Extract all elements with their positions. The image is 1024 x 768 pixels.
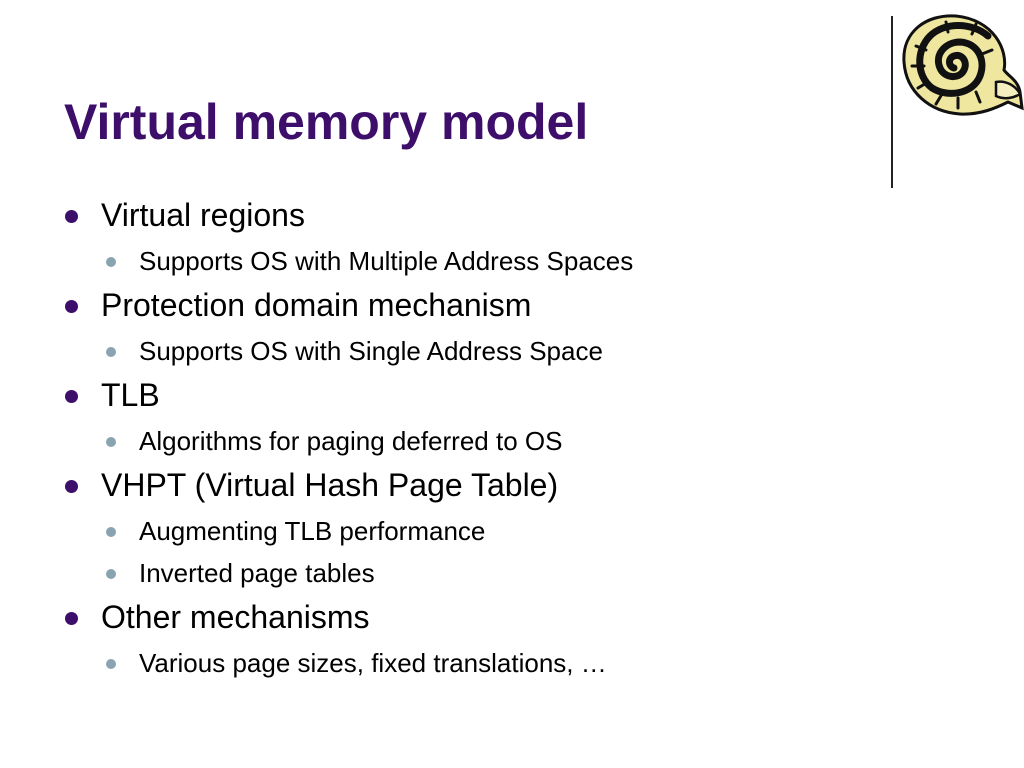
bullet-dot (65, 210, 78, 223)
bullet-dot (65, 390, 78, 403)
bullet-item: Other mechanisms (65, 597, 370, 637)
sub-bullet-text: Inverted page tables (139, 558, 375, 588)
sub-bullet-text: Augmenting TLB performance (139, 516, 486, 546)
bullet-text: VHPT (Virtual Hash Page Table) (101, 467, 559, 503)
bullet-text: TLB (101, 377, 160, 413)
sub-bullet-item: Augmenting TLB performance (106, 515, 486, 547)
sub-bullet-item: Inverted page tables (106, 557, 375, 589)
bullet-item: TLB (65, 375, 160, 415)
bullet-text: Virtual regions (101, 197, 305, 233)
sub-bullet-text: Various page sizes, fixed translations, … (139, 648, 607, 678)
bullet-dot (65, 612, 78, 625)
sub-bullet-item: Algorithms for paging deferred to OS (106, 425, 563, 457)
bullet-dot (65, 480, 78, 493)
bullet-item: Virtual regions (65, 195, 305, 235)
sub-bullet-dot (106, 257, 116, 267)
bullet-item: VHPT (Virtual Hash Page Table) (65, 465, 559, 505)
sub-bullet-dot (106, 437, 116, 447)
title-divider (891, 16, 893, 188)
bullet-item: Protection domain mechanism (65, 285, 532, 325)
sub-bullet-item: Various page sizes, fixed translations, … (106, 647, 607, 679)
bullet-text: Other mechanisms (101, 599, 370, 635)
sub-bullet-dot (106, 527, 116, 537)
sub-bullet-text: Algorithms for paging deferred to OS (139, 426, 563, 456)
slide-title: Virtual memory model (64, 94, 589, 150)
sub-bullet-dot (106, 347, 116, 357)
sub-bullet-item: Supports OS with Single Address Space (106, 335, 603, 367)
spiral-shell-icon (902, 14, 1024, 116)
sub-bullet-dot (106, 569, 116, 579)
bullet-dot (65, 300, 78, 313)
bullet-text: Protection domain mechanism (101, 287, 532, 323)
sub-bullet-item: Supports OS with Multiple Address Spaces (106, 245, 634, 277)
sub-bullet-dot (106, 659, 116, 669)
sub-bullet-text: Supports OS with Multiple Address Spaces (139, 246, 634, 276)
sub-bullet-text: Supports OS with Single Address Space (139, 336, 603, 366)
